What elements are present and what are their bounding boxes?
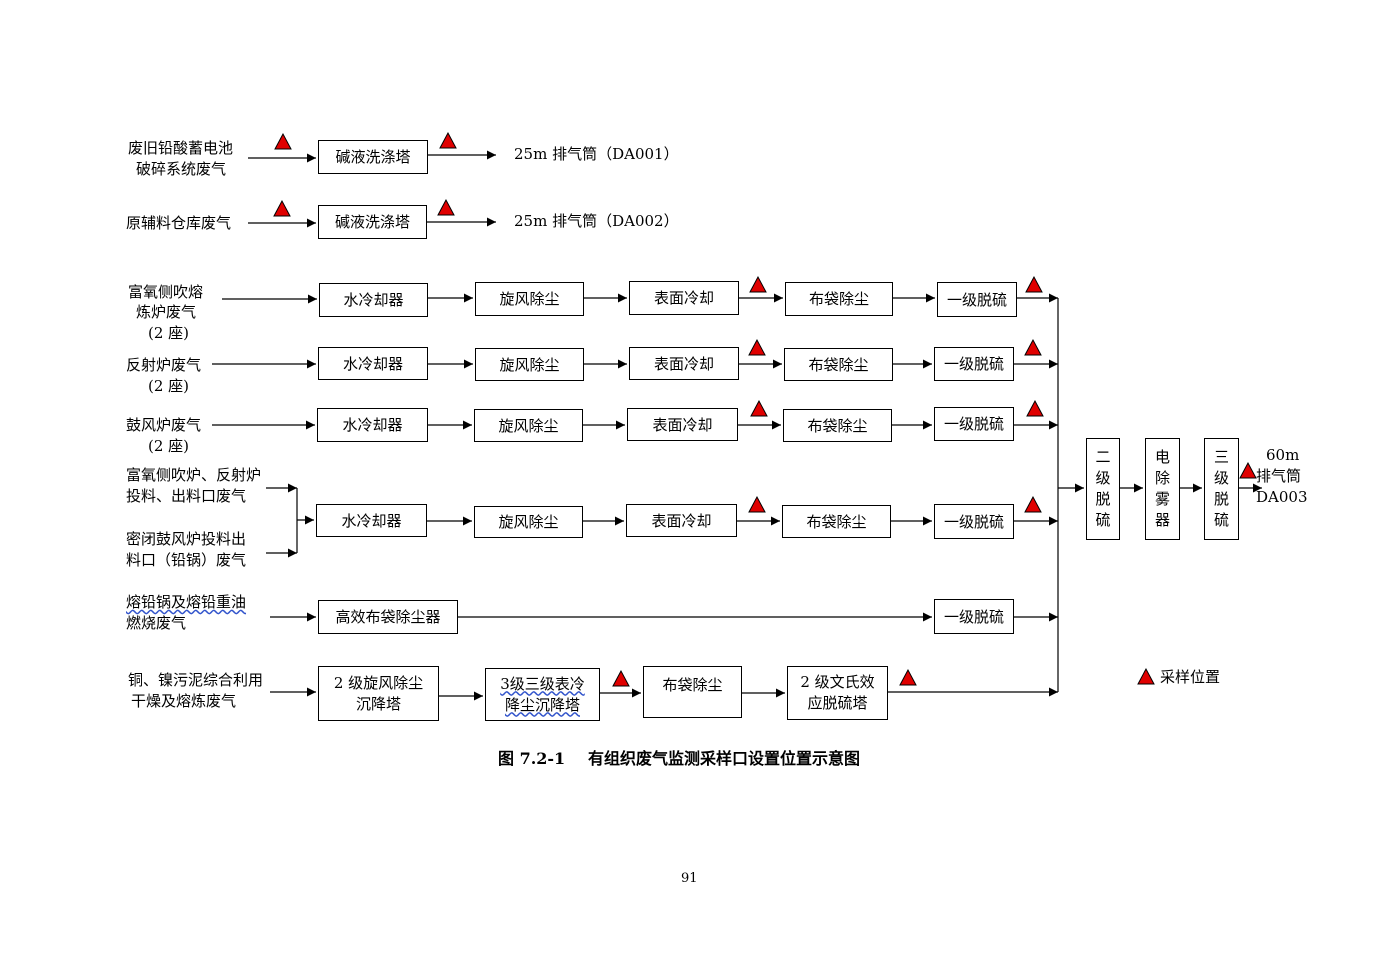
process-box-tertiary-desulf: 三级脱硫 <box>1204 438 1239 540</box>
process-box-hi-bag-filter: 高效布袋除尘器 <box>318 600 458 634</box>
outlet-label-da001: 25m 排气筒（DA001） <box>514 145 679 163</box>
sampling-marker <box>749 275 767 293</box>
source-label: 富氧侧吹熔 <box>128 283 204 301</box>
source-label: 料口（铅锅）废气 <box>126 551 247 569</box>
process-box-surface-cooling: 表面冷却 <box>626 504 737 537</box>
process-box-water-cooler: 水冷却器 <box>318 347 428 380</box>
process-box-water-cooler: 水冷却器 <box>319 283 428 317</box>
process-box-alkali-wash: 碱液洗涤塔 <box>318 140 428 174</box>
source-label: 密闭鼓风炉投料出 <box>126 530 247 548</box>
outlet-label-da003: 排气筒 <box>1256 467 1302 485</box>
source-label: 干燥及熔炼废气 <box>131 692 237 710</box>
sampling-marker <box>748 338 766 356</box>
source-label: 富氧侧吹炉、反射炉 <box>126 466 262 484</box>
outlet-label-da002: 25m 排气筒（DA002） <box>514 212 679 230</box>
process-box-primary-desulf: 一级脱硫 <box>934 504 1014 539</box>
process-box-bag-filter: 布袋除尘 <box>783 409 892 442</box>
source-label: 铜、镍污泥综合利用 <box>128 671 264 689</box>
process-box-surface-cooling: 表面冷却 <box>629 347 739 380</box>
process-box-primary-desulf: 一级脱硫 <box>934 347 1014 381</box>
process-box-surface-cooling: 表面冷却 <box>629 281 739 315</box>
process-box-cyclone: 旋风除尘 <box>475 282 584 316</box>
process-box-bag-filter: 布袋除尘 <box>782 505 891 538</box>
source-label: 投料、出料口废气 <box>126 487 247 505</box>
source-label: (2 座) <box>148 437 190 455</box>
process-box-primary-desulf: 一级脱硫 <box>934 407 1014 441</box>
source-label: 熔铅锅及熔铅重油 <box>126 593 247 611</box>
page-number: 91 <box>681 871 698 886</box>
source-label: 炼炉废气 <box>136 303 197 321</box>
source-label: 原辅料仓库废气 <box>126 214 232 232</box>
outlet-label-da003: 60m <box>1266 446 1300 464</box>
process-box-cyclone: 旋风除尘 <box>474 409 583 442</box>
outlet-label-da003: DA003 <box>1256 488 1308 506</box>
process-box-venturi-desulf: 2 级文氏效应脱硫塔 <box>787 666 888 720</box>
source-label: 鼓风炉废气 <box>126 416 202 434</box>
sampling-marker <box>750 399 768 417</box>
process-box-secondary-desulf: 二级脱硫 <box>1086 438 1120 540</box>
legend-marker <box>1137 667 1155 685</box>
sampling-marker <box>274 132 292 150</box>
process-box-three-stage-settling: 3级三级表冷降尘沉降塔 <box>485 668 600 721</box>
source-label: 反射炉废气 <box>126 356 202 374</box>
sampling-marker <box>1239 461 1257 479</box>
sampling-marker <box>1025 275 1043 293</box>
process-box-water-cooler: 水冷却器 <box>317 408 428 442</box>
sampling-marker <box>1026 399 1044 417</box>
process-box-surface-cooling: 表面冷却 <box>627 408 738 441</box>
process-box-primary-desulf: 一级脱硫 <box>937 282 1017 317</box>
sampling-marker <box>273 199 291 217</box>
process-box-demister: 电除雾器 <box>1145 438 1180 540</box>
sampling-marker <box>439 131 457 149</box>
sampling-marker <box>612 669 630 687</box>
sampling-marker <box>437 198 455 216</box>
process-box-cyclone: 旋风除尘 <box>475 348 584 381</box>
process-box-water-cooler: 水冷却器 <box>316 504 427 537</box>
sampling-marker <box>1024 495 1042 513</box>
process-box-bag-filter: 布袋除尘 <box>784 348 893 381</box>
process-box-bag-filter: 布袋除尘 <box>643 666 742 718</box>
legend-label: 采样位置 <box>1160 668 1221 686</box>
source-label: 废旧铅酸蓄电池 <box>128 139 234 157</box>
process-box-cyclone-settling: 2 级旋风除尘沉降塔 <box>318 666 439 721</box>
sampling-marker <box>1024 338 1042 356</box>
sampling-marker <box>748 495 766 513</box>
source-label: 破碎系统废气 <box>136 160 227 178</box>
process-box-cyclone: 旋风除尘 <box>474 506 583 538</box>
process-box-bag-filter: 布袋除尘 <box>785 282 893 316</box>
source-label: 燃烧废气 <box>126 614 187 632</box>
source-label: (2 座) <box>148 377 190 395</box>
process-box-primary-desulf: 一级脱硫 <box>934 599 1014 634</box>
sampling-marker <box>899 668 917 686</box>
source-label: (2 座) <box>148 324 190 342</box>
process-box-alkali-wash: 碱液洗涤塔 <box>318 205 427 239</box>
